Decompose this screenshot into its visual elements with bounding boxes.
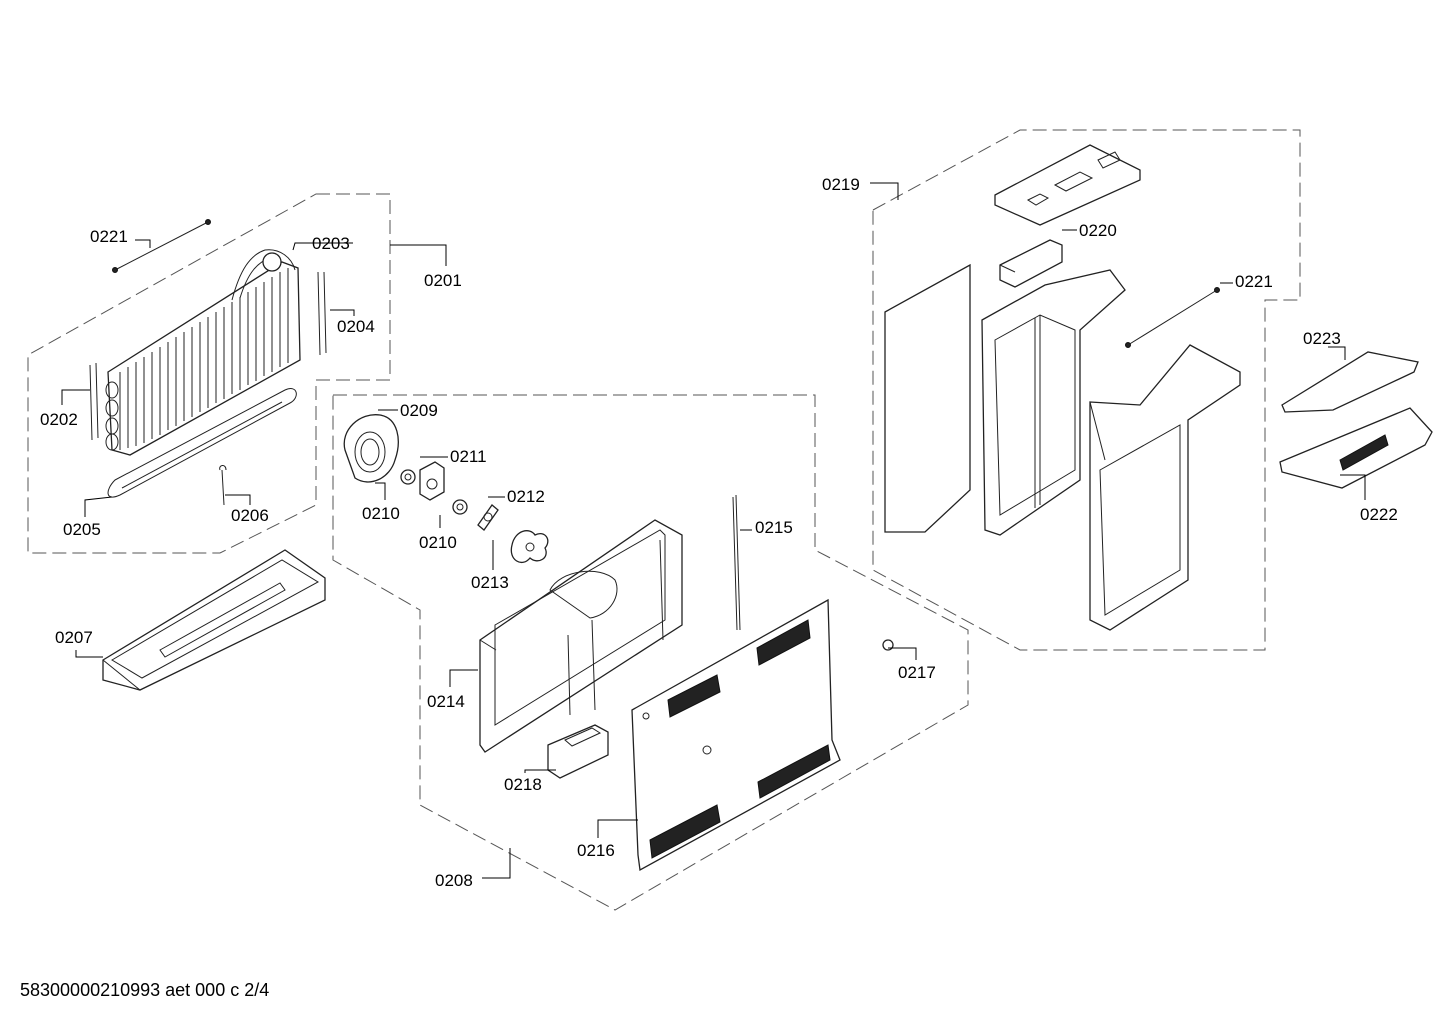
label-0202: 0202 xyxy=(40,410,78,429)
label-0214: 0214 xyxy=(427,692,465,711)
clip-0206 xyxy=(219,465,227,506)
evaporator xyxy=(105,249,301,456)
grommet-0210a xyxy=(400,469,416,485)
label-0209: 0209 xyxy=(400,401,438,420)
drip-tray xyxy=(102,549,326,691)
label-0223: 0223 xyxy=(1303,329,1341,348)
tray-0222 xyxy=(1279,407,1433,489)
label-0222: 0222 xyxy=(1360,505,1398,524)
defrost-heater xyxy=(107,388,297,498)
fan-blade-0213 xyxy=(510,530,549,563)
label-0221-left: 0221 xyxy=(90,227,128,246)
damper-0220 xyxy=(999,239,1063,288)
label-0215: 0215 xyxy=(755,518,793,537)
label-0210-second: 0210 xyxy=(419,533,457,552)
label-0208: 0208 xyxy=(435,871,473,890)
label-0205: 0205 xyxy=(63,520,101,539)
sensor-0204 xyxy=(317,271,327,356)
wire-0221-left xyxy=(114,221,209,271)
cable-0215 xyxy=(732,494,741,631)
label-0218: 0218 xyxy=(504,775,542,794)
air-duct-housing xyxy=(981,269,1126,536)
label-0221-right: 0221 xyxy=(1235,272,1273,291)
label-0201: 0201 xyxy=(424,271,462,290)
label-0217: 0217 xyxy=(898,663,936,682)
label-0204: 0204 xyxy=(337,317,375,336)
document-footer-code: 58300000210993 aet 000 c 2/4 xyxy=(20,980,270,1000)
label-0213: 0213 xyxy=(471,573,509,592)
label-0210-first: 0210 xyxy=(362,504,400,523)
rear-panel-0216 xyxy=(631,598,841,872)
label-0211: 0211 xyxy=(450,447,487,466)
top-cover xyxy=(994,144,1141,226)
label-0203: 0203 xyxy=(312,234,350,253)
cover-0223 xyxy=(1281,351,1419,413)
duct-block-0218 xyxy=(547,724,609,779)
front-duct xyxy=(1089,344,1241,631)
fan-bracket-0212 xyxy=(477,504,499,531)
fan-motor-0211 xyxy=(419,461,445,501)
label-0212: 0212 xyxy=(507,487,545,506)
insulation-sheet xyxy=(884,263,971,533)
wire-0221-right xyxy=(1127,289,1218,346)
label-0219: 0219 xyxy=(822,175,860,194)
label-0206: 0206 xyxy=(231,506,269,525)
label-0220: 0220 xyxy=(1079,221,1117,240)
group-0219-outline xyxy=(872,129,1301,651)
fan-cover-0214 xyxy=(479,519,683,753)
sensor-0202 xyxy=(89,362,99,441)
group-0201-outline xyxy=(27,193,391,554)
leader-lines xyxy=(61,182,1366,879)
label-0216: 0216 xyxy=(577,841,615,860)
grommet-0210b xyxy=(452,499,468,515)
part-labels: 0221 0203 0201 0204 0202 0205 0206 0207 … xyxy=(40,175,1398,890)
group-0208-outline xyxy=(332,394,969,911)
fan-shroud-0209 xyxy=(343,414,399,483)
label-0207: 0207 xyxy=(55,628,93,647)
